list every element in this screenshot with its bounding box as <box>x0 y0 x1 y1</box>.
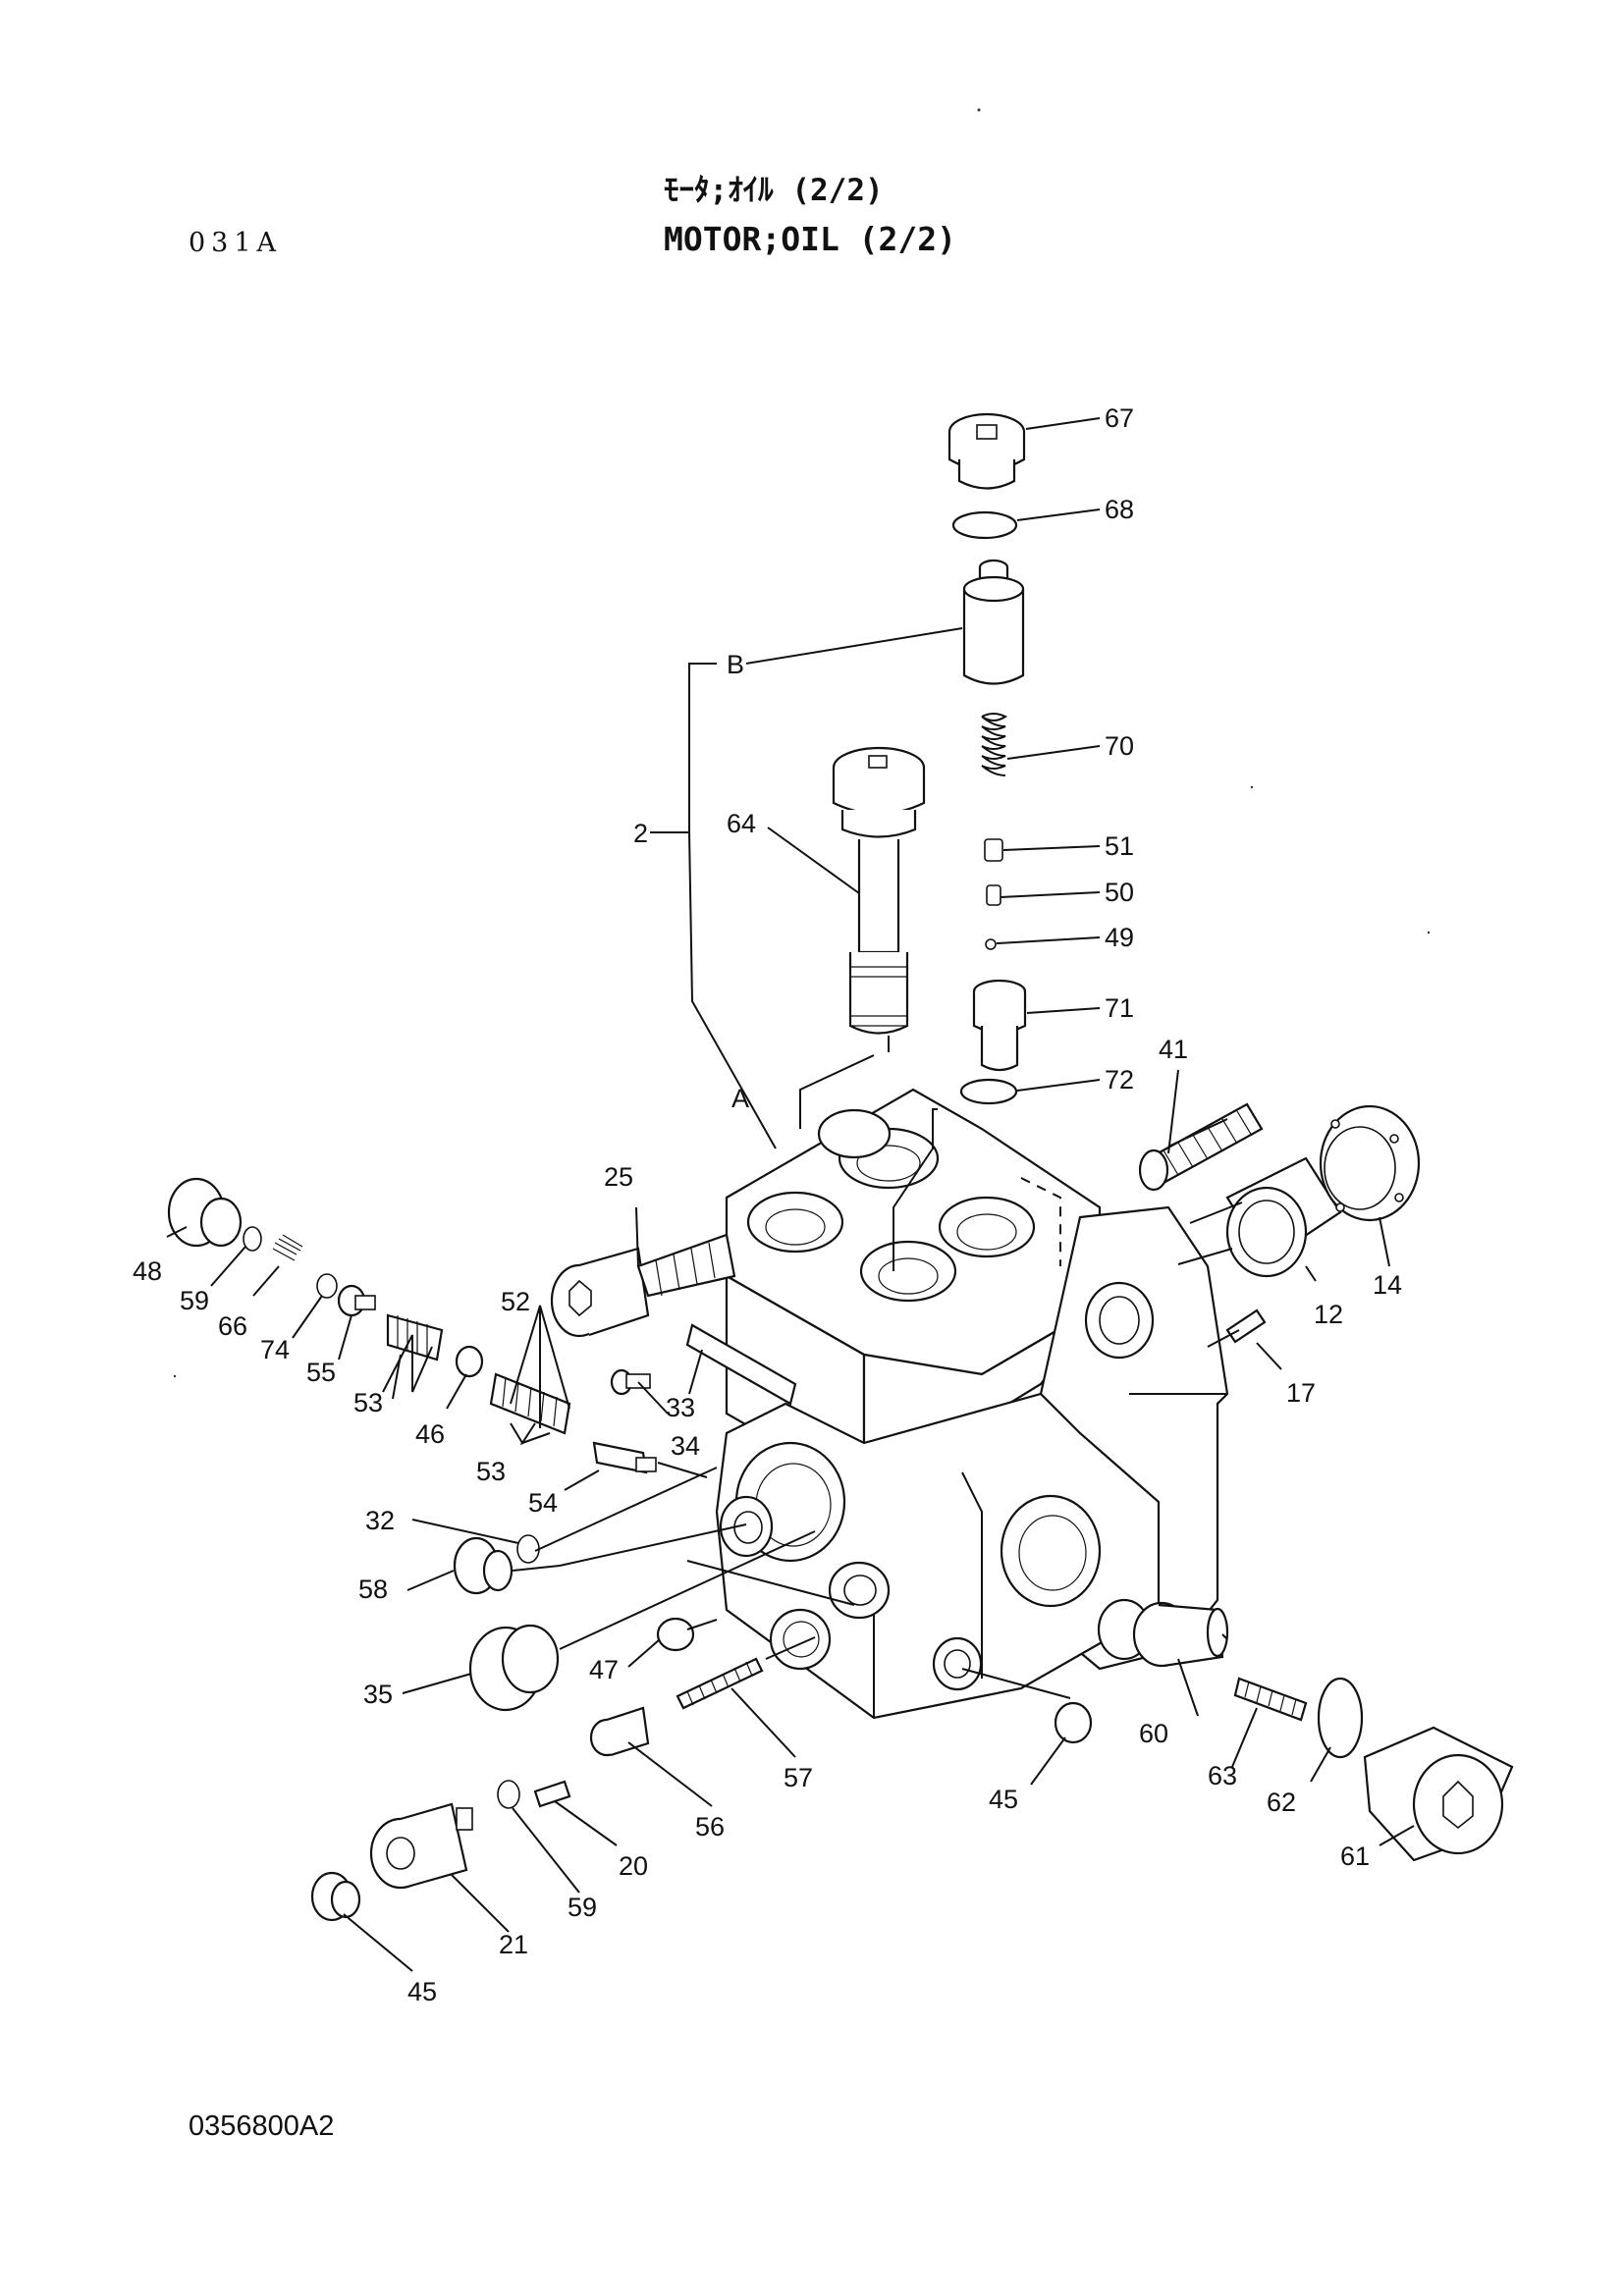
callout-label: 68 <box>1105 495 1134 524</box>
callout-label: 58 <box>358 1575 388 1604</box>
callout-label: 50 <box>1105 878 1134 907</box>
callout-label: 57 <box>784 1763 813 1792</box>
callout-label: 17 <box>1286 1378 1316 1408</box>
callout-label: 48 <box>133 1256 162 1286</box>
callout-label: 45 <box>407 1977 437 2006</box>
callout-label: 20 <box>619 1851 648 1881</box>
callout-label: 46 <box>415 1419 445 1449</box>
callout-label: 72 <box>1105 1065 1134 1095</box>
right-upper-parts <box>1138 1102 1421 1344</box>
callout-label: 51 <box>1105 831 1134 861</box>
drawing-number: 0356800A2 <box>189 2110 335 2142</box>
callout-label: 35 <box>363 1680 393 1709</box>
callout-label: 34 <box>671 1431 700 1461</box>
callout-label: 54 <box>528 1488 558 1518</box>
callout-label: 59 <box>180 1286 209 1315</box>
left-side-parts <box>167 1177 797 1922</box>
callout-label: A <box>731 1084 749 1113</box>
callout-label: 14 <box>1373 1270 1402 1300</box>
section-code: 031A <box>189 228 283 258</box>
callout-label: 53 <box>353 1388 383 1417</box>
callout-label: 41 <box>1159 1035 1188 1064</box>
callout-label: B <box>727 650 744 679</box>
callout-label: 59 <box>568 1893 597 1922</box>
callout-label: 47 <box>589 1655 619 1684</box>
callout-label: 63 <box>1208 1761 1237 1790</box>
callout-label: 67 <box>1105 403 1134 433</box>
callout-label: 62 <box>1267 1788 1296 1817</box>
callout-label: 61 <box>1340 1842 1370 1871</box>
right-lower-parts <box>1054 1601 1514 1862</box>
callout-label: 12 <box>1314 1300 1343 1329</box>
callout-label: 71 <box>1105 993 1134 1023</box>
callout-label: 33 <box>666 1393 695 1422</box>
callout-label: 49 <box>1105 923 1134 952</box>
relief-valve-stack <box>832 412 1027 1105</box>
callout-label: 70 <box>1105 731 1134 761</box>
title-japanese: ﾓｰﾀ;ｵｲﾙ (2/2) <box>664 173 884 208</box>
callout-label: 53 <box>476 1457 506 1486</box>
callout-label: 56 <box>695 1812 725 1842</box>
leader-lines <box>166 417 1415 1972</box>
callout-labels: 67 68 B 70 2 64 51 50 49 71 41 72 A 25 1… <box>133 403 1402 2006</box>
callout-label: 64 <box>727 809 756 838</box>
callout-label: 2 <box>633 819 648 848</box>
callout-label: 21 <box>499 1930 528 1959</box>
callout-label: 55 <box>306 1358 336 1387</box>
callout-label: 74 <box>260 1335 290 1364</box>
callout-label: 45 <box>989 1785 1018 1814</box>
callout-label: 25 <box>604 1162 633 1192</box>
callout-label: 60 <box>1139 1719 1168 1748</box>
callout-label: 66 <box>218 1311 247 1341</box>
callout-label: 32 <box>365 1506 395 1535</box>
title-english: MOTOR;OIL (2/2) <box>664 220 957 258</box>
callout-label: 52 <box>501 1287 530 1316</box>
